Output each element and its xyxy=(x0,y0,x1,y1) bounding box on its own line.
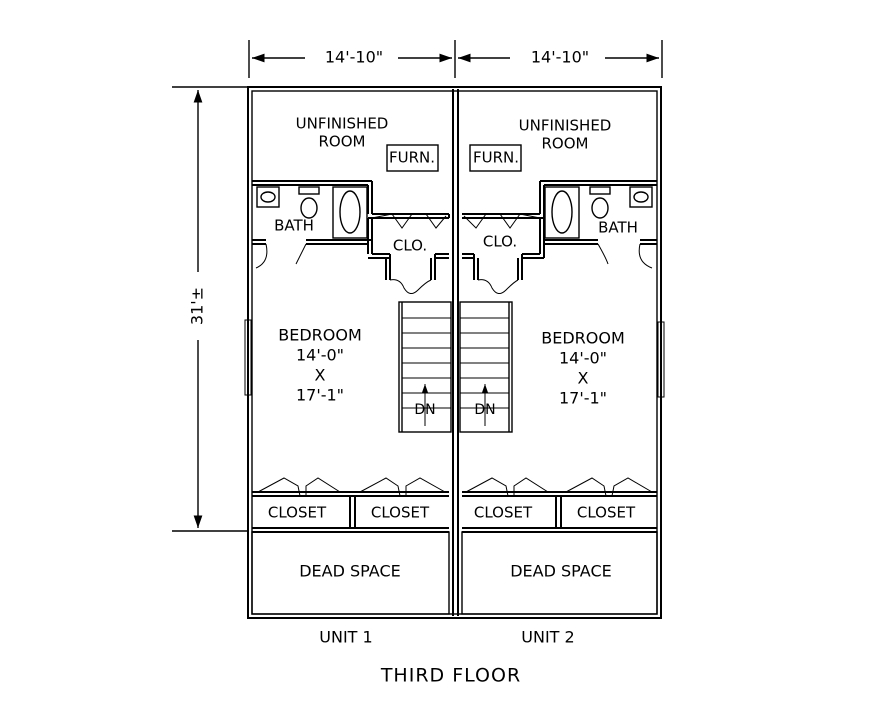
unit2-walls xyxy=(462,180,657,294)
unit1-unfinished-room-line1: UNFINISHED xyxy=(296,115,389,133)
dimension-unit2-width: 14'-10" xyxy=(531,48,589,67)
unit2-bedroom-x: X xyxy=(578,369,589,388)
unit1-bedroom-width: 14'-0" xyxy=(296,346,344,365)
unit2-dead-space xyxy=(461,531,658,615)
unit1-bedroom-name: BEDROOM xyxy=(278,326,362,345)
unit1-bedroom-x: X xyxy=(315,366,326,385)
unit1-bedroom-length: 17'-1" xyxy=(296,386,344,405)
unit1-closet-left-label: CLOSET xyxy=(268,504,327,522)
unit2-label: UNIT 2 xyxy=(521,628,574,647)
unit2-bath-fixtures xyxy=(544,186,653,239)
unit1-stair-label: DN xyxy=(414,402,435,418)
dimension-top xyxy=(248,40,663,78)
unit1-dead-space-label: DEAD SPACE xyxy=(299,562,401,581)
unit2-stair-label: DN xyxy=(474,402,495,418)
unit2-closet-right-label: CLOSET xyxy=(577,504,636,522)
unit1-dead-space xyxy=(251,531,450,615)
floor-title: THIRD FLOOR xyxy=(380,665,521,687)
unit1-label: UNIT 1 xyxy=(319,628,372,647)
dimension-depth: 31'± xyxy=(188,287,207,325)
unit2-furnace xyxy=(469,144,522,172)
unit2-dead-space-label: DEAD SPACE xyxy=(510,562,612,581)
unit1-bath-fixtures xyxy=(256,186,368,239)
unit1-stair xyxy=(398,301,452,433)
unit2-bedroom-width: 14'-0" xyxy=(559,349,607,368)
dimension-unit1-width: 14'-10" xyxy=(325,48,383,67)
unit2-clo-label: CLO. xyxy=(483,233,517,251)
unit1-clo-label: CLO. xyxy=(393,237,427,255)
exterior-walls xyxy=(244,86,665,619)
unit2-bath-label: BATH xyxy=(598,219,638,237)
unit2-unfinished-room-line2: ROOM xyxy=(542,135,589,153)
unit1-furnace xyxy=(386,144,439,172)
dimension-left xyxy=(172,86,248,532)
unit2-bedroom-name: BEDROOM xyxy=(541,329,625,348)
unit1-bath-label: BATH xyxy=(274,217,314,235)
unit2-stair xyxy=(459,301,513,433)
unit2-closet-left-label: CLOSET xyxy=(474,504,533,522)
unit1-walls xyxy=(252,180,450,294)
unit2-unfinished-room-line1: UNFINISHED xyxy=(519,117,612,135)
unit1-unfinished-room-line2: ROOM xyxy=(319,133,366,151)
unit2-bedroom-length: 17'-1" xyxy=(559,389,607,408)
unit1-closet-right-label: CLOSET xyxy=(371,504,430,522)
unit1-furnace-label: FURN. xyxy=(389,149,435,167)
unit2-furnace-label: FURN. xyxy=(473,149,519,167)
